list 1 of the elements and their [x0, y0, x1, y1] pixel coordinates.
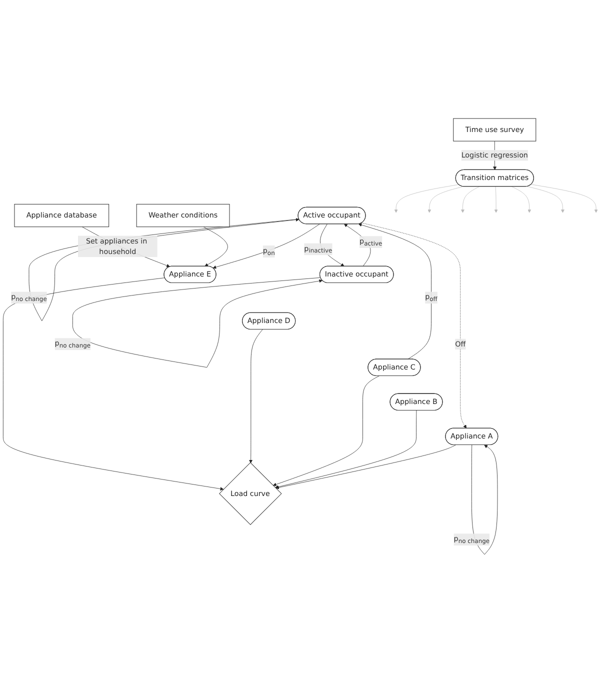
- arrow: [72, 277, 323, 368]
